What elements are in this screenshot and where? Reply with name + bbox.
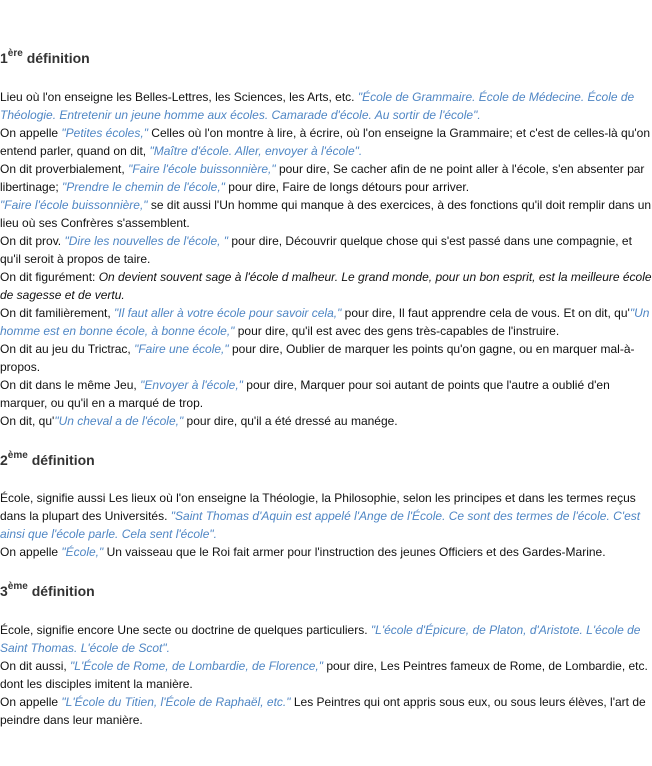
heading-number: 3 (0, 583, 8, 599)
paragraph-text: pour dire, Se cacher afin de ne point al… (0, 162, 645, 194)
example-quote: "École de Grammaire. École de Médecine. … (0, 90, 635, 122)
example-quote: "Saint Thomas d'Aquin est appelé l'Ange … (0, 509, 641, 541)
heading-ordinal: ème (7, 450, 28, 461)
paragraph-text: Un vaisseau que le Roi fait armer pour l… (103, 545, 606, 559)
example-quote: "L'École du Titien, l'École de Raphaël, … (61, 695, 291, 709)
definition-body-1: Lieu où l'on enseigne les Belles-Lettres… (0, 88, 652, 430)
paragraph-text: pour dire, Faire de longs détours pour a… (224, 180, 470, 194)
definition-paragraph: On dit familièrement, "Il faut aller à v… (0, 304, 652, 340)
paragraph-text: pour dire, qu'il a été dressé au manége. (183, 414, 398, 428)
definition-body-2: École, signifie aussi Les lieux où l'on … (0, 489, 652, 561)
definition-paragraph: On appelle "École," Un vaisseau que le R… (0, 543, 652, 561)
definition-paragraph: On dit, qu'"Un cheval a de l'école," pou… (0, 412, 652, 430)
heading-ordinal: ème (7, 581, 28, 592)
heading-number: 2 (0, 452, 8, 468)
definition-paragraph: On dit proverbialement, "Faire l'école b… (0, 160, 652, 196)
example-quote: "Dire les nouvelles de l'école, " (64, 234, 229, 248)
example-quote: "École," (61, 545, 104, 559)
heading-number: 1 (0, 50, 8, 66)
paragraph-text: On dit aussi, (0, 659, 71, 673)
heading-word: définition (26, 50, 90, 66)
example-quote: "Faire une école," (134, 342, 229, 356)
definition-paragraph: On appelle "L'École du Titien, l'École d… (0, 693, 652, 729)
paragraph-text: Les Peintres qui ont appris sous eux, ou… (0, 695, 646, 727)
heading-word: définition (31, 452, 95, 468)
paragraph-text: Lieu où l'on enseigne les Belles-Lettres… (0, 90, 358, 104)
paragraph-text: On dit, qu' (0, 414, 55, 428)
paragraph-text: pour dire, qu'il est avec des gens très-… (234, 324, 560, 338)
example-quote: "Faire l'école buissonnière," (0, 198, 148, 212)
definition-paragraph: École, signifie aussi Les lieux où l'on … (0, 489, 652, 543)
example-quote: "Petites écoles," (61, 126, 148, 140)
definition-paragraph: Lieu où l'on enseigne les Belles-Lettres… (0, 88, 652, 124)
example-quote: "Un homme est en bonne école, à bonne éc… (0, 306, 650, 338)
paragraph-text: On dit figurément: (0, 270, 99, 284)
paragraph-text: pour dire, Découvrir quelque chose qui s… (0, 234, 632, 266)
paragraph-text: On dit dans le même Jeu, (0, 378, 141, 392)
example-quote: "Faire l'école buissonnière," (128, 162, 276, 176)
definition-heading-2: 2ème définition (0, 450, 95, 468)
definition-paragraph: On dit au jeu du Trictrac, "Faire une éc… (0, 340, 652, 376)
definition-paragraph: On dit prov. "Dire les nouvelles de l'éc… (0, 232, 652, 268)
definition-heading-3: 3ème définition (0, 581, 95, 599)
paragraph-text: École, signifie encore Une secte ou doct… (0, 623, 371, 637)
example-quote: "Un cheval a de l'école," (54, 414, 184, 428)
paragraph-text: On dit au jeu du Trictrac, (0, 342, 135, 356)
paragraph-text: On appelle (0, 126, 62, 140)
example-quote: "Envoyer à l'école," (140, 378, 243, 392)
example-quote: "Maître d'école. Aller, envoyer à l'écol… (149, 144, 363, 158)
paragraph-text: Celles où l'on montre à lire, à écrire, … (0, 126, 651, 158)
example-quote: "L'École de Rome, de Lombardie, de Flore… (70, 659, 323, 673)
definition-heading-1: 1ère définition (0, 48, 90, 66)
definition-body-3: École, signifie encore Une secte ou doct… (0, 621, 652, 729)
paragraph-text: pour dire, Marquer pour soi autant de po… (0, 378, 610, 410)
paragraph-text: On appelle (0, 695, 62, 709)
example-quote: "Prendre le chemin de l'école," (62, 180, 225, 194)
definition-paragraph: On appelle "Petites écoles," Celles où l… (0, 124, 652, 160)
heading-ordinal: ère (7, 48, 23, 59)
paragraph-text: pour dire, Oublier de marquer les points… (0, 342, 635, 374)
definition-paragraph: On dit aussi, "L'École de Rome, de Lomba… (0, 657, 652, 693)
paragraph-text: pour dire, Les Peintres fameux de Rome, … (0, 659, 648, 691)
example-text: On devient souvent sage à l'école d malh… (0, 270, 652, 302)
example-quote: "Il faut aller à votre école pour savoir… (114, 306, 342, 320)
paragraph-text: On dit prov. (0, 234, 65, 248)
paragraph-text: se dit aussi l'Un homme qui manque à des… (0, 198, 652, 230)
paragraph-text: On dit proverbialement, (0, 162, 129, 176)
definition-paragraph: École, signifie encore Une secte ou doct… (0, 621, 652, 657)
paragraph-text: On dit familièrement, (0, 306, 115, 320)
heading-word: définition (31, 583, 95, 599)
paragraph-text: On appelle (0, 545, 62, 559)
definition-paragraph: On dit dans le même Jeu, "Envoyer à l'éc… (0, 376, 652, 412)
definition-paragraph: On dit figurément: On devient souvent sa… (0, 268, 652, 304)
paragraph-text: École, signifie aussi Les lieux où l'on … (0, 491, 636, 523)
paragraph-text: pour dire, Il faut apprendre cela de vou… (341, 306, 630, 320)
definition-paragraph: "Faire l'école buissonnière," se dit aus… (0, 196, 652, 232)
example-quote: "L'école d'Épicure, de Platon, d'Aristot… (0, 623, 641, 655)
